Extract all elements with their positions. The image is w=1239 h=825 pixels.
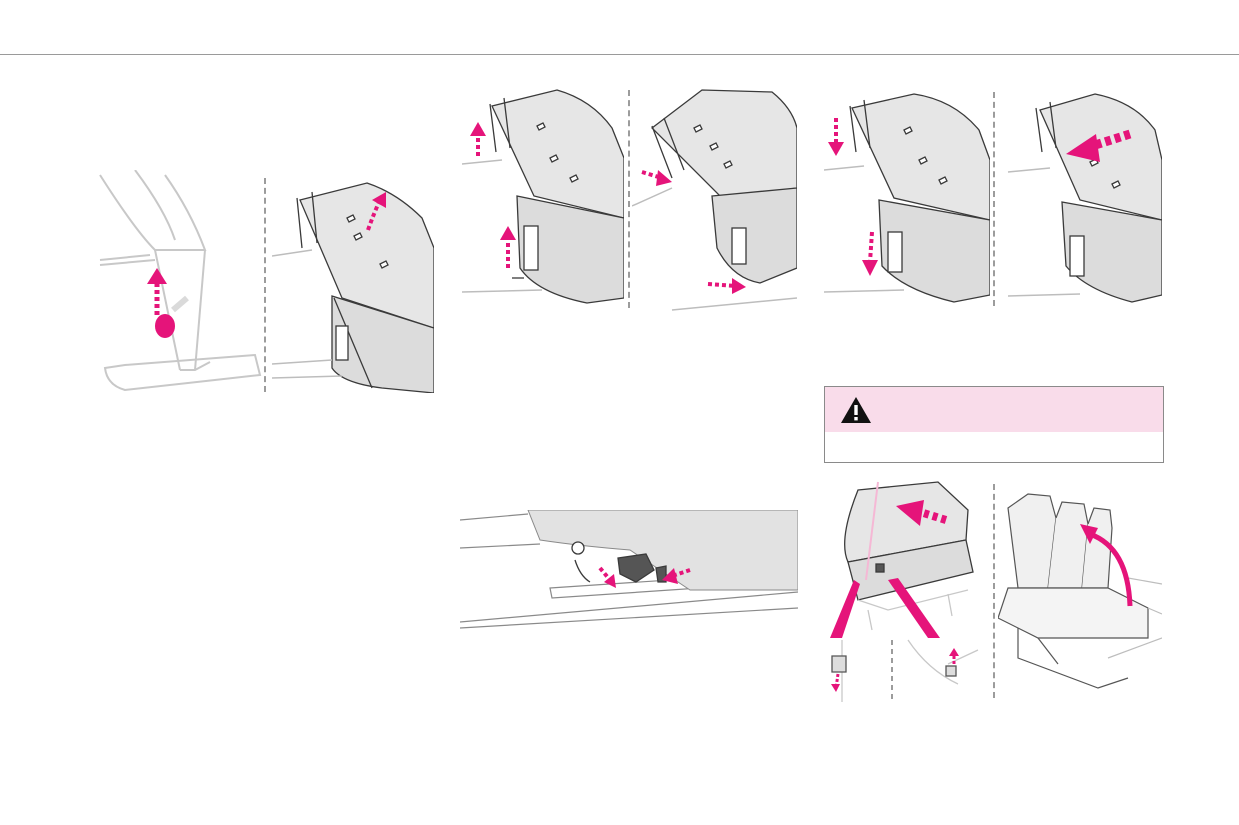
figure-divider	[993, 484, 995, 698]
figure-backrest-fold-detail	[828, 480, 992, 702]
figure-divider	[628, 90, 630, 308]
curved-arrow-icon	[366, 192, 386, 231]
down-arrow-icon	[828, 118, 878, 276]
converging-arrows-icon	[598, 566, 691, 588]
left-arrow-icon	[1066, 129, 1132, 162]
figure-bench-raise	[998, 488, 1162, 698]
detail-callout-pointer	[888, 578, 940, 638]
figure-rear-latch-raise	[462, 88, 624, 310]
curved-arrow-icon	[1080, 524, 1133, 607]
warning-triangle-icon	[841, 397, 871, 423]
detail-callout-pointer	[830, 580, 860, 638]
figure-lever-release	[95, 170, 265, 400]
right-arrow-icon	[641, 170, 746, 294]
up-arrow-icon	[470, 122, 516, 268]
up-arrow-icon	[147, 268, 167, 315]
lever-handle-icon	[155, 314, 175, 338]
up-arrow-icon	[949, 648, 959, 664]
warning-box	[824, 386, 1164, 463]
figure-seat-lower	[824, 90, 990, 305]
page-top-rule	[0, 54, 1239, 55]
figure-divider	[993, 92, 995, 306]
warning-header	[825, 387, 1163, 432]
figure-seat-tilt-forward	[272, 178, 434, 393]
down-arrow-icon	[831, 673, 840, 692]
figure-floor-anchor-close-up	[460, 510, 798, 630]
figure-divider	[264, 178, 266, 392]
figure-seat-hooks-engage	[632, 88, 797, 313]
figure-seat-push-back	[1000, 90, 1162, 305]
left-arrow-icon	[896, 500, 948, 526]
